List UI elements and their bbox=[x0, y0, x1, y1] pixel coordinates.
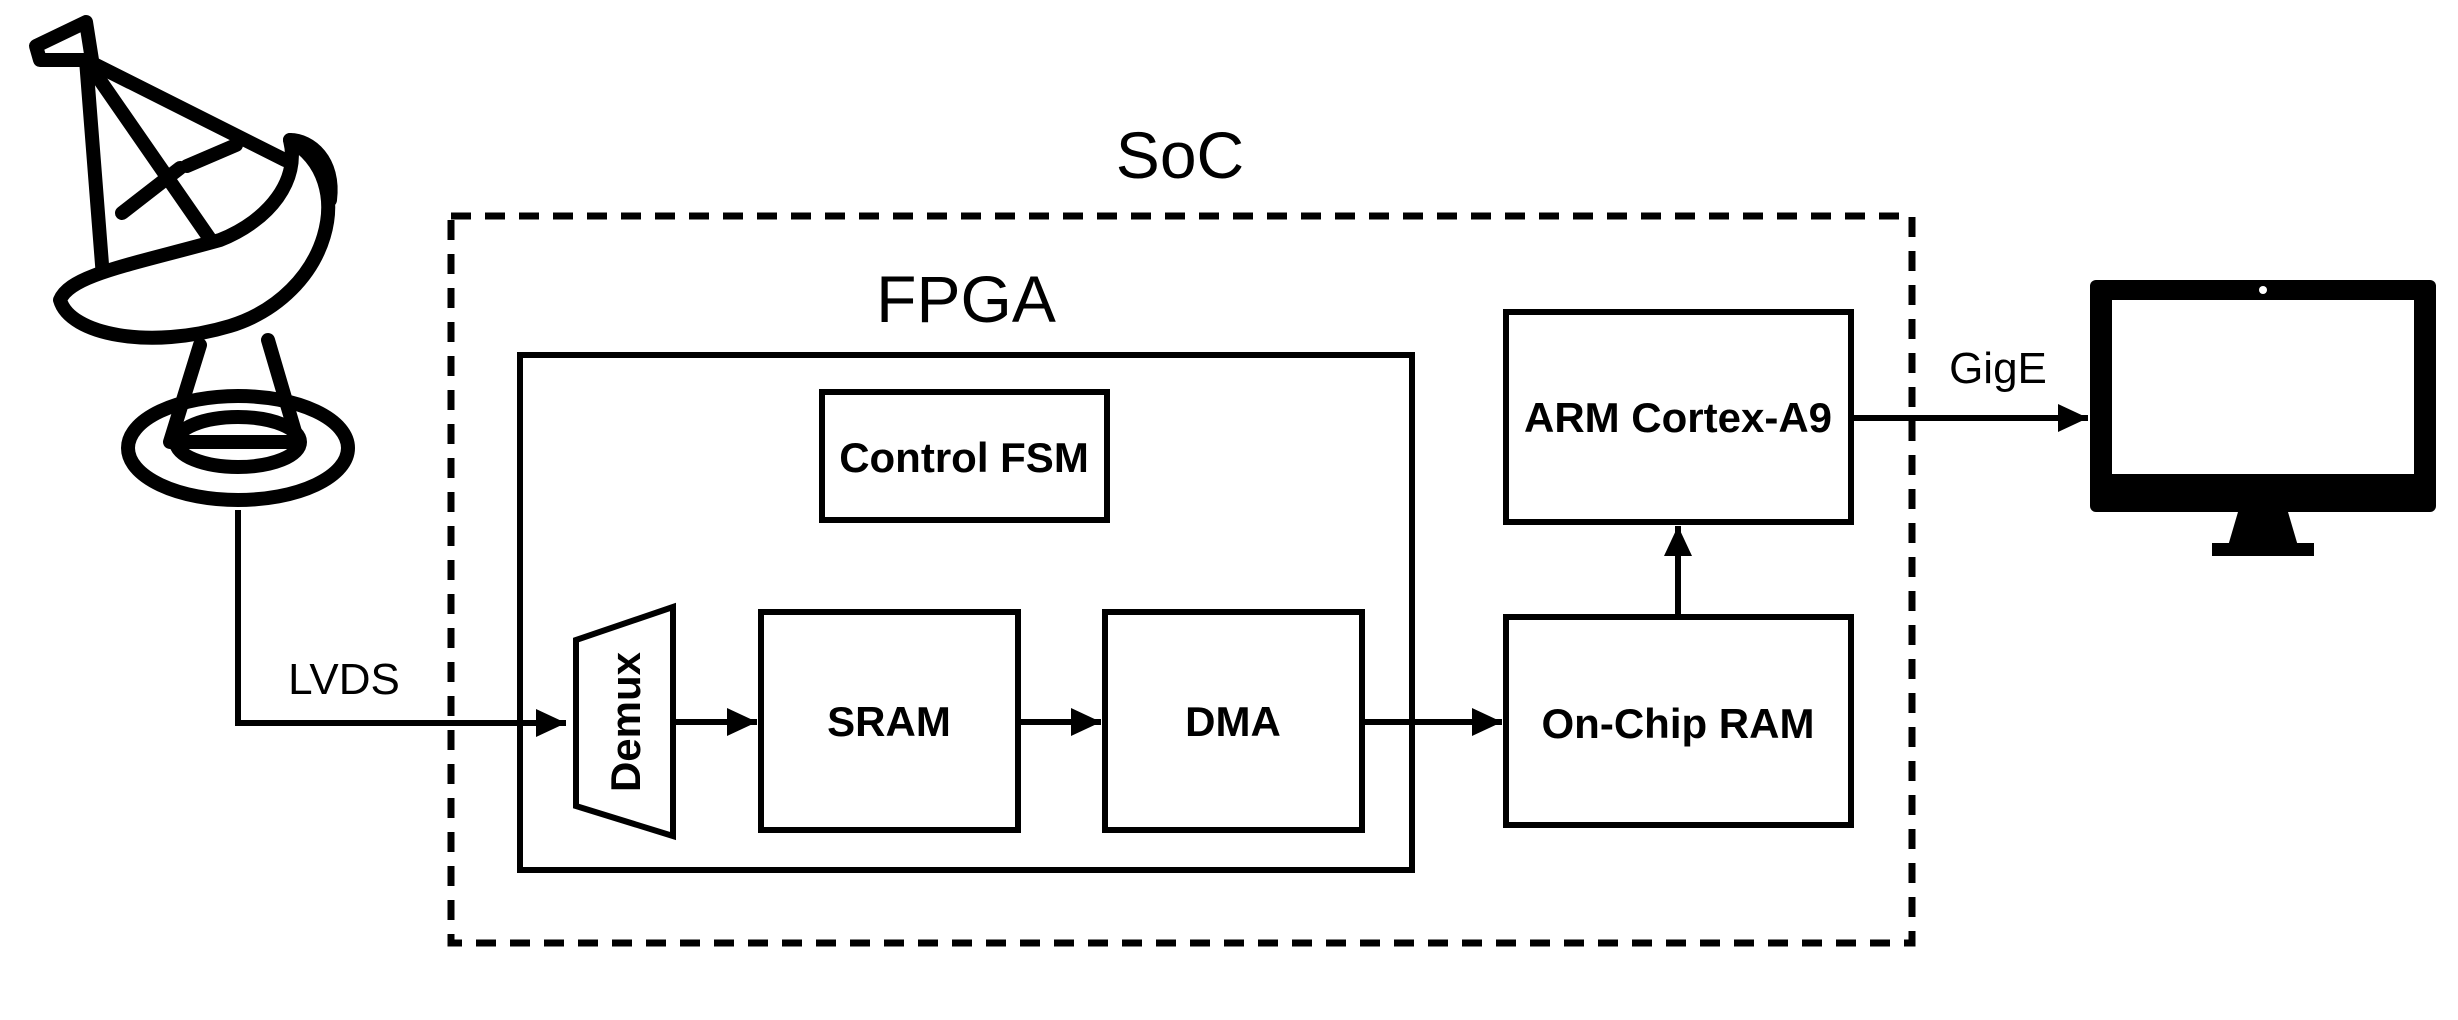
demux-block bbox=[573, 602, 676, 841]
fpga-title: FPGA bbox=[876, 262, 1056, 336]
on-chip-ram-label: On-Chip RAM bbox=[1542, 700, 1815, 747]
demux-label: Demux bbox=[602, 651, 649, 792]
gige-label: GigE bbox=[1949, 344, 2047, 393]
control-fsm-label: Control FSM bbox=[839, 434, 1089, 481]
lvds-link bbox=[235, 510, 566, 737]
fpga-container bbox=[517, 352, 1415, 873]
control-fsm-block bbox=[819, 389, 1110, 523]
arm-cortex-a9-block bbox=[1503, 309, 1854, 525]
monitor-icon bbox=[2090, 280, 2436, 556]
soc-container bbox=[447, 212, 1916, 947]
dma-label: DMA bbox=[1185, 698, 1281, 745]
lvds-label: LVDS bbox=[288, 655, 400, 704]
satellite-dish-icon bbox=[29, 15, 355, 507]
on-chip-ram-block bbox=[1503, 614, 1854, 828]
soc-title: SoC bbox=[1116, 118, 1244, 192]
arm-cortex-a9-label: ARM Cortex-A9 bbox=[1524, 394, 1832, 441]
dma-block bbox=[1102, 609, 1365, 833]
sram-label: SRAM bbox=[827, 698, 951, 745]
